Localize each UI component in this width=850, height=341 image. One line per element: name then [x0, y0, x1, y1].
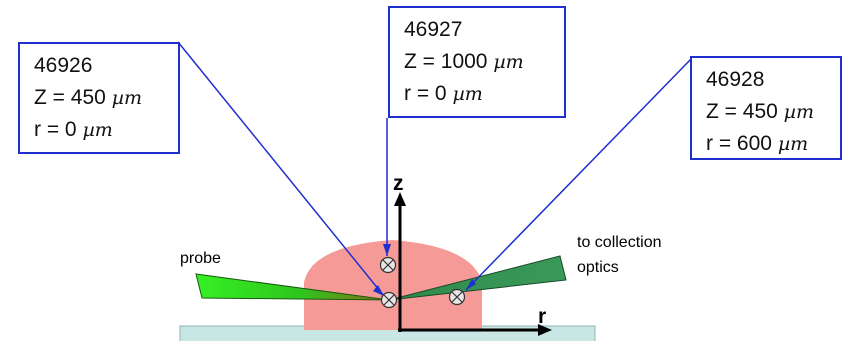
shot-number: 46926: [34, 54, 93, 77]
r-value: r = 0: [34, 118, 77, 141]
collection-label-line1: to collection: [577, 234, 662, 251]
unit: µm: [783, 101, 815, 123]
pointer-line-46928: [465, 57, 693, 291]
shot-box-46927: 46927 Z = 1000 µm r = 0 µm: [388, 6, 566, 118]
pointer-arrowhead-46926: [373, 285, 384, 296]
r-position: r = 0 µm: [404, 78, 564, 110]
r-position: r = 600 µm: [706, 128, 840, 160]
probe-label: probe: [180, 250, 221, 267]
unit: µm: [111, 87, 143, 109]
z-position: Z = 450 µm: [34, 82, 178, 114]
z-position: Z = 1000 µm: [404, 46, 564, 78]
shot-number: 46928: [706, 68, 765, 91]
circle-x-icon: [380, 291, 398, 309]
z-value: Z = 450: [706, 100, 778, 123]
unit: µm: [777, 133, 809, 155]
circle-x-icon: [448, 288, 466, 306]
r-axis-arrowhead: [538, 324, 552, 336]
z-value: Z = 1000: [404, 50, 488, 73]
unit: µm: [82, 119, 113, 141]
r-value: r = 0: [404, 82, 447, 105]
z-position: Z = 450 µm: [706, 96, 840, 128]
circle-x-icon: [379, 256, 397, 274]
z-axis-arrowhead: [394, 192, 406, 206]
pointer-line-46926: [177, 41, 385, 297]
probe-beam: [195, 273, 390, 301]
collection-label-line2: optics: [577, 259, 619, 276]
shot-number: 46927: [404, 18, 463, 41]
z-axis-label: z: [393, 172, 404, 195]
r-axis-label: r: [538, 305, 546, 328]
z-value: Z = 450: [34, 86, 106, 109]
plasma-plume: [304, 240, 482, 330]
unit: µm: [452, 83, 483, 105]
unit: µm: [493, 51, 524, 73]
r-position: r = 0 µm: [34, 114, 178, 146]
shot-box-46928: 46928 Z = 450 µm r = 600 µm: [690, 56, 842, 160]
pointer-arrowhead-46928: [466, 279, 476, 290]
shot-box-46926: 46926 Z = 450 µm r = 0 µm: [18, 42, 180, 154]
pointer-arrowhead-46927: [383, 244, 391, 256]
r-value: r = 600: [706, 132, 772, 155]
